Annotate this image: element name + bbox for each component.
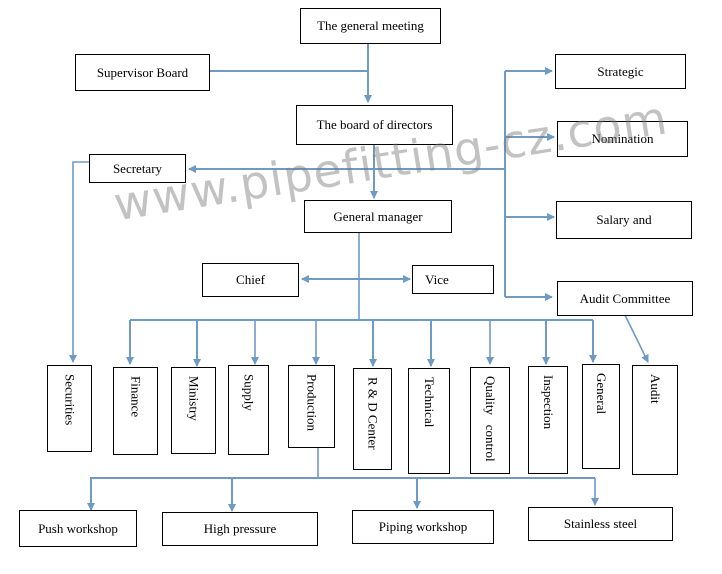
node-secretary: Secretary (89, 154, 186, 183)
committee-strategic: Strategic (555, 54, 686, 89)
node-board-of-directors: The board of directors (296, 105, 453, 145)
dept-general: General (582, 364, 620, 469)
node-general-meeting: The general meeting (300, 8, 441, 44)
dept-supply: Supply (228, 365, 269, 455)
workshop-stainless-steel: Stainless steel (528, 507, 673, 541)
workshop-piping: Piping workshop (352, 510, 494, 544)
dept-quality-control: Quality control (470, 367, 510, 474)
dept-technical: Technical (408, 368, 450, 474)
committee-audit: Audit Committee (557, 281, 693, 316)
node-vice: Vice (412, 265, 494, 294)
line-secretary-to-securities (69, 161, 89, 363)
node-supervisor-board: Supervisor Board (75, 54, 210, 91)
line-audit-committee-to-audit (623, 312, 649, 363)
committee-nomination: Nomination (557, 121, 688, 157)
workshop-push: Push workshop (19, 510, 137, 547)
node-chief: Chief (202, 263, 299, 297)
workshop-high-pressure: High pressure (162, 512, 318, 546)
dept-inspection: Inspection (528, 366, 568, 474)
dept-finance: Finance (113, 367, 158, 455)
dept-ministry: Ministry (171, 367, 216, 454)
dept-production: Production (288, 365, 335, 448)
dept-audit: Audit (632, 365, 678, 475)
node-general-manager: General manager (304, 200, 452, 233)
dept-securities: Securities (47, 365, 92, 452)
committee-salary: Salary and (556, 201, 692, 239)
dept-rd-center: R & D Center (353, 368, 392, 470)
